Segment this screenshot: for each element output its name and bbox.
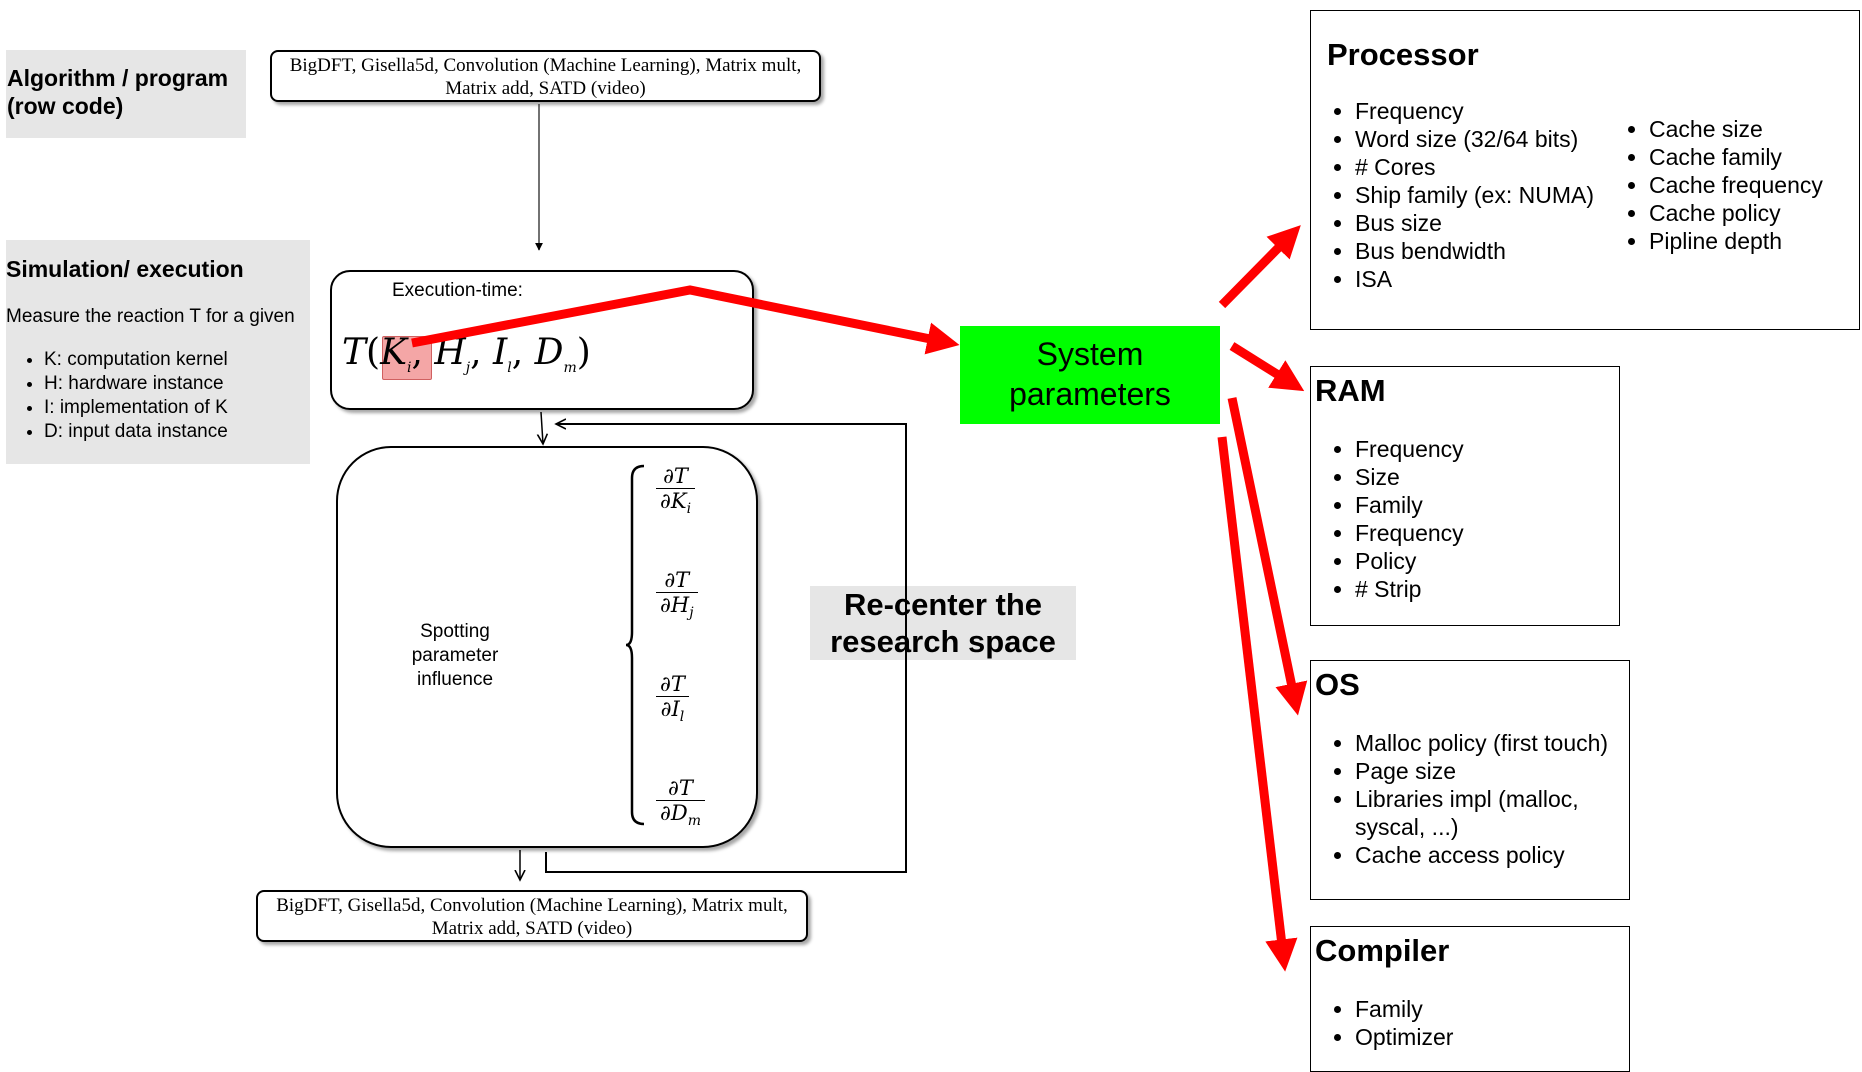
- list-item: Bus size: [1355, 209, 1655, 237]
- ram-box: RAM Frequency Size Family Frequency Poli…: [1310, 366, 1620, 626]
- processor-list-right: Cache size Cache family Cache frequency …: [1621, 115, 1862, 255]
- list-item: Frequency: [1355, 97, 1655, 125]
- os-title: OS: [1315, 667, 1360, 702]
- recenter-label-box: Re-center the research space: [810, 586, 1076, 660]
- benchmarks-top-box: BigDFT, Gisella5d, Convolution (Machine …: [270, 50, 821, 102]
- list-item: I: implementation of K: [44, 396, 228, 420]
- list-item: # Cores: [1355, 153, 1655, 181]
- list-item: Family: [1355, 491, 1635, 519]
- list-item: Family: [1355, 995, 1645, 1023]
- spotting-label: Spotting parameter influence: [411, 621, 499, 690]
- red-arrow-to-compiler: [1217, 436, 1298, 972]
- list-item: # Strip: [1355, 575, 1635, 603]
- list-item: Cache frequency: [1649, 171, 1862, 199]
- spotting-box: Spotting parameter influence ∂T ∂Ki ∂T ∂…: [336, 446, 758, 848]
- compiler-list: Family Optimizer: [1327, 995, 1645, 1051]
- os-box: OS Malloc policy (first touch) Page size…: [1310, 660, 1630, 900]
- simulation-list: K: computation kernel H: hardware instan…: [6, 348, 228, 444]
- compiler-box: Compiler Family Optimizer: [1310, 926, 1630, 1072]
- processor-title: Processor: [1327, 37, 1479, 72]
- list-item: Optimizer: [1355, 1023, 1645, 1051]
- list-item: Cache family: [1649, 143, 1862, 171]
- red-arrow-to-processor: [1218, 225, 1301, 309]
- processor-box: Processor Frequency Word size (32/64 bit…: [1310, 10, 1860, 330]
- partial-i: ∂T ∂Il: [656, 672, 689, 729]
- partial-k: ∂T ∂Ki: [656, 464, 696, 521]
- formula-k: K: [380, 332, 407, 373]
- simulation-desc: Measure the reaction T for a given: [6, 306, 295, 327]
- ram-title: RAM: [1315, 373, 1386, 408]
- arrow-exec-to-spotting: [541, 411, 543, 444]
- simulation-panel: Simulation/ execution Measure the reacti…: [6, 240, 310, 464]
- curly-brace: [625, 464, 645, 826]
- os-list: Malloc policy (first touch) Page size Li…: [1327, 729, 1645, 869]
- list-item: Word size (32/64 bits): [1355, 125, 1655, 153]
- benchmarks-bottom-text: BigDFT, Gisella5d, Convolution (Machine …: [276, 895, 788, 939]
- system-parameters-box: System parameters: [960, 326, 1220, 424]
- list-item: Pipline depth: [1649, 227, 1862, 255]
- formula-func: T: [342, 332, 367, 373]
- list-item: Frequency: [1355, 519, 1635, 547]
- compiler-title: Compiler: [1315, 933, 1450, 968]
- red-arrow-to-os: [1227, 397, 1308, 716]
- formula-i: I: [492, 332, 508, 373]
- list-item: Policy: [1355, 547, 1635, 575]
- red-arrow-to-ram: [1229, 342, 1305, 392]
- system-parameters-label: System parameters: [1009, 336, 1171, 412]
- feedback-loop-arrow: [545, 424, 907, 873]
- execution-label: Execution-time:: [392, 280, 523, 301]
- list-item: H: hardware instance: [44, 372, 228, 396]
- partial-h: ∂T ∂Hj: [656, 568, 698, 625]
- list-item: D: input data instance: [44, 420, 228, 444]
- list-item: Cache access policy: [1355, 841, 1645, 869]
- algorithm-panel: Algorithm / program (row code): [6, 50, 246, 138]
- list-item: Page size: [1355, 757, 1645, 785]
- execution-formula: T(Ki, Hj, Il, Dm): [342, 332, 591, 377]
- processor-list-left: Frequency Word size (32/64 bits) # Cores…: [1327, 97, 1655, 293]
- list-item: Cache policy: [1649, 199, 1862, 227]
- list-item: Bus bendwidth: [1355, 237, 1655, 265]
- list-item: Frequency: [1355, 435, 1635, 463]
- list-item: ISA: [1355, 265, 1655, 293]
- recenter-label: Re-center the research space: [830, 587, 1056, 659]
- list-item: Malloc policy (first touch): [1355, 729, 1645, 757]
- list-item: Libraries impl (malloc, syscal, ...): [1355, 785, 1645, 841]
- list-item: Cache size: [1649, 115, 1862, 143]
- benchmarks-top-text: BigDFT, Gisella5d, Convolution (Machine …: [289, 55, 802, 99]
- simulation-title: Simulation/ execution: [6, 256, 244, 282]
- list-item: Size: [1355, 463, 1635, 491]
- list-item: Ship family (ex: NUMA): [1355, 181, 1655, 209]
- formula-d: D: [534, 332, 564, 373]
- red-arrow-k-to-system: [411, 285, 960, 355]
- ram-list: Frequency Size Family Frequency Policy #…: [1327, 435, 1635, 603]
- partial-d: ∂T ∂Dm: [656, 776, 705, 833]
- benchmarks-bottom-box: BigDFT, Gisella5d, Convolution (Machine …: [256, 890, 808, 942]
- list-item: K: computation kernel: [44, 348, 228, 372]
- algorithm-label: Algorithm / program (row code): [7, 65, 229, 119]
